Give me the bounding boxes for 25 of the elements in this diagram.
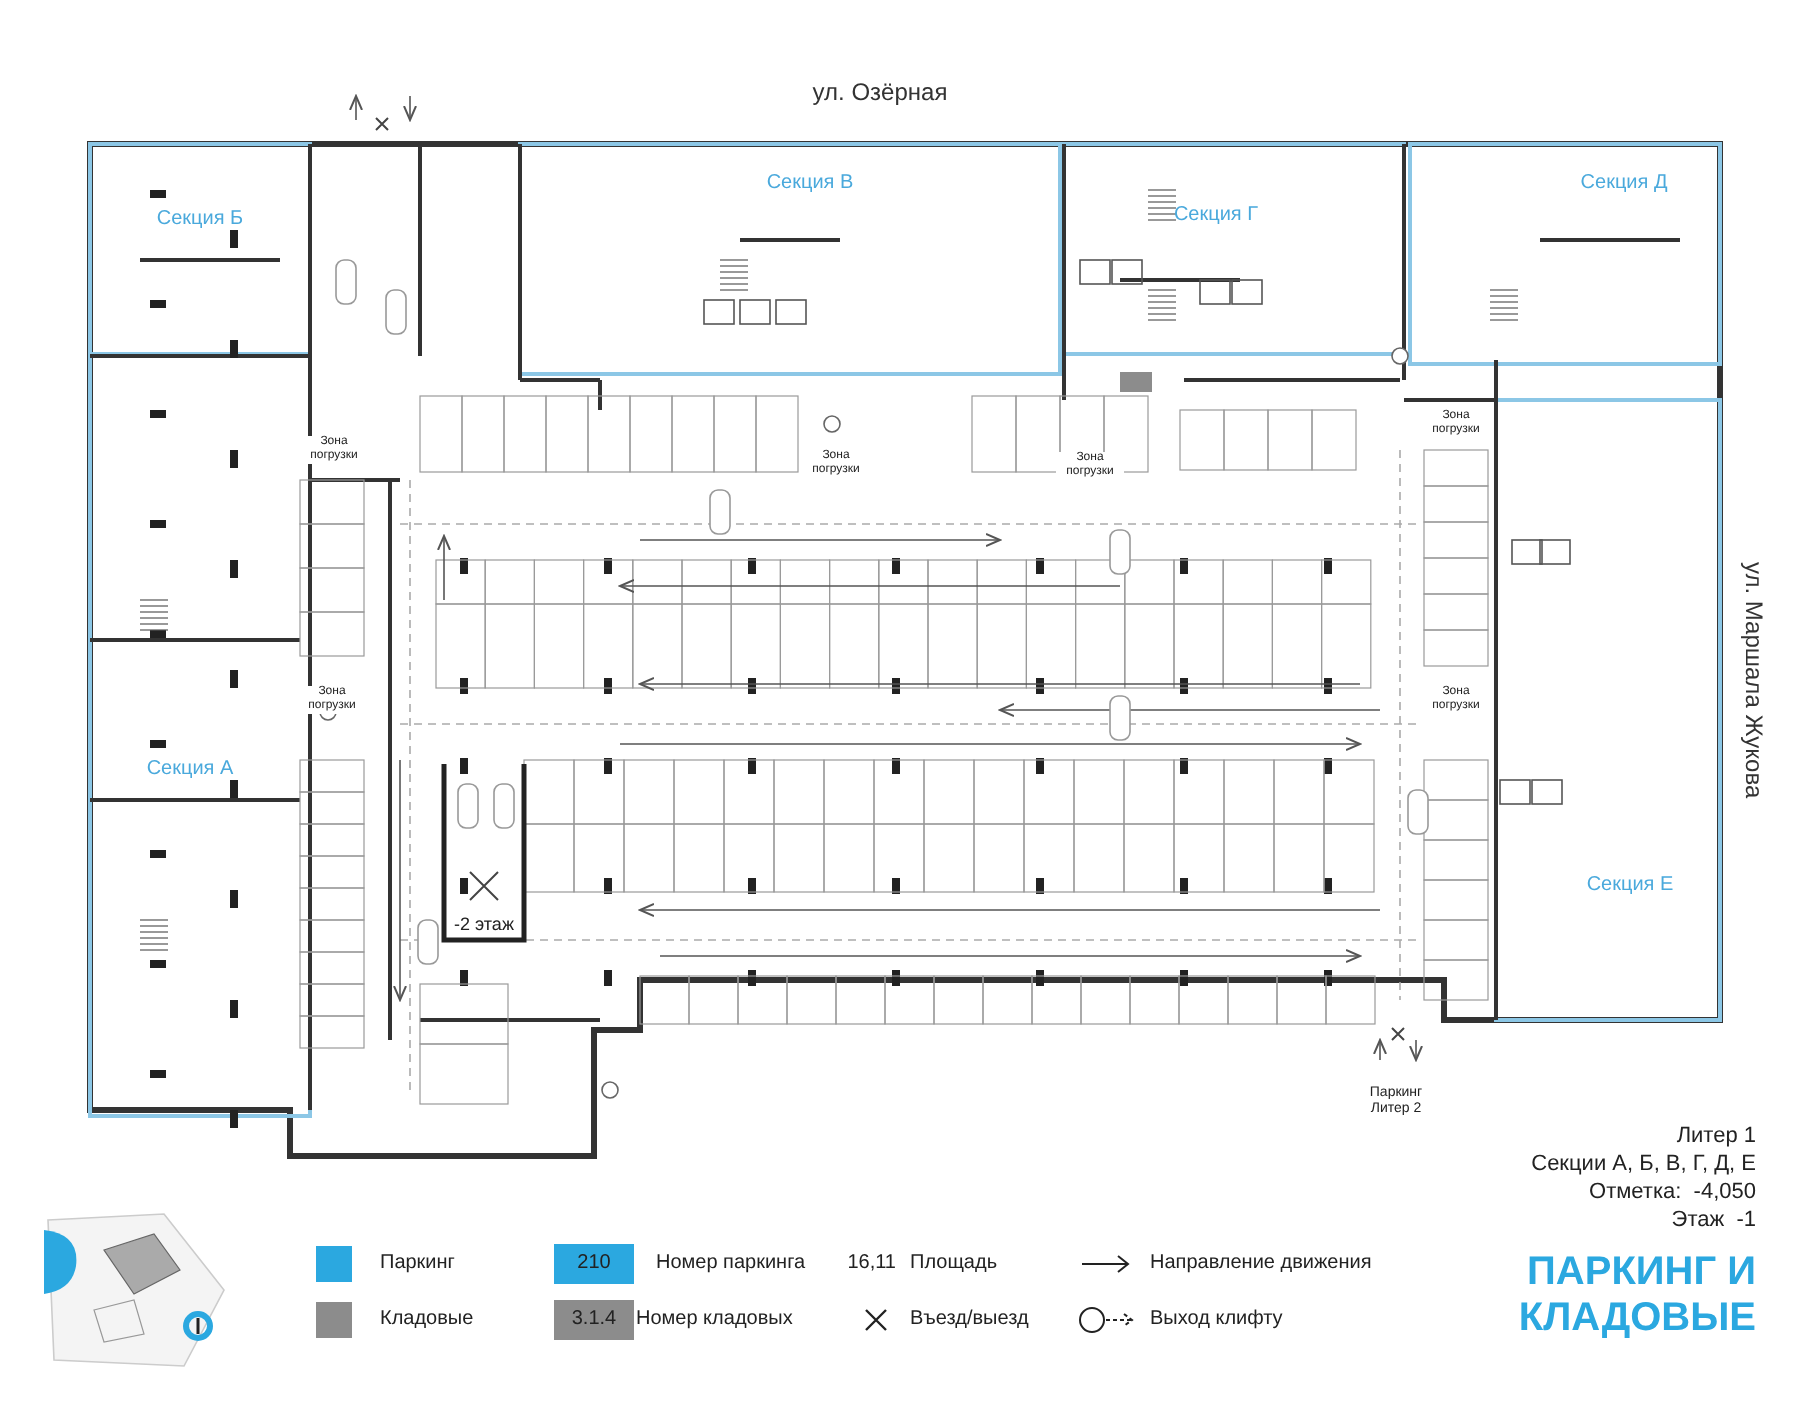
section-label: Секция Д <box>1580 172 1668 196</box>
street-name: ул. Маршала Жукова <box>1738 561 1766 799</box>
number-swatch: 210 <box>554 1244 634 1284</box>
section-label: Секция Е <box>1586 874 1674 898</box>
number-swatch: 3.1.4 <box>554 1300 634 1340</box>
section-label: Секция Г <box>1173 204 1259 228</box>
legend-text: Номер кладовых <box>636 1308 793 1332</box>
info-text: Этаж -1 <box>1671 1207 1756 1233</box>
legend-text: Площадь <box>910 1252 998 1276</box>
street-name: ул. Озёрная <box>812 80 948 108</box>
floor-label: -2 этаж <box>454 913 514 935</box>
section-label: Секция Б <box>156 208 244 232</box>
legend-text: Паркинг <box>380 1252 455 1276</box>
legend-text: Выход клифту <box>1150 1308 1283 1332</box>
section-label: Секция В <box>766 172 854 196</box>
legend-text: Номер паркинга <box>656 1252 806 1276</box>
legend-text: Кладовые <box>380 1308 474 1332</box>
info-text: Отметка: -4,050 <box>1589 1179 1756 1205</box>
info-text: Секции А, Б, В, Г, Д, Е <box>1531 1151 1756 1177</box>
legend-text: Въезд/выезд <box>910 1308 1029 1332</box>
title: ПАРКИНГ И КЛАДОВЫЕ <box>1516 1250 1756 1342</box>
area-sample: 16,11 <box>847 1252 896 1276</box>
legend-text: Направление движения <box>1150 1252 1372 1276</box>
section-label: Секция А <box>146 758 234 782</box>
info-text: Литер 1 <box>1676 1123 1756 1149</box>
